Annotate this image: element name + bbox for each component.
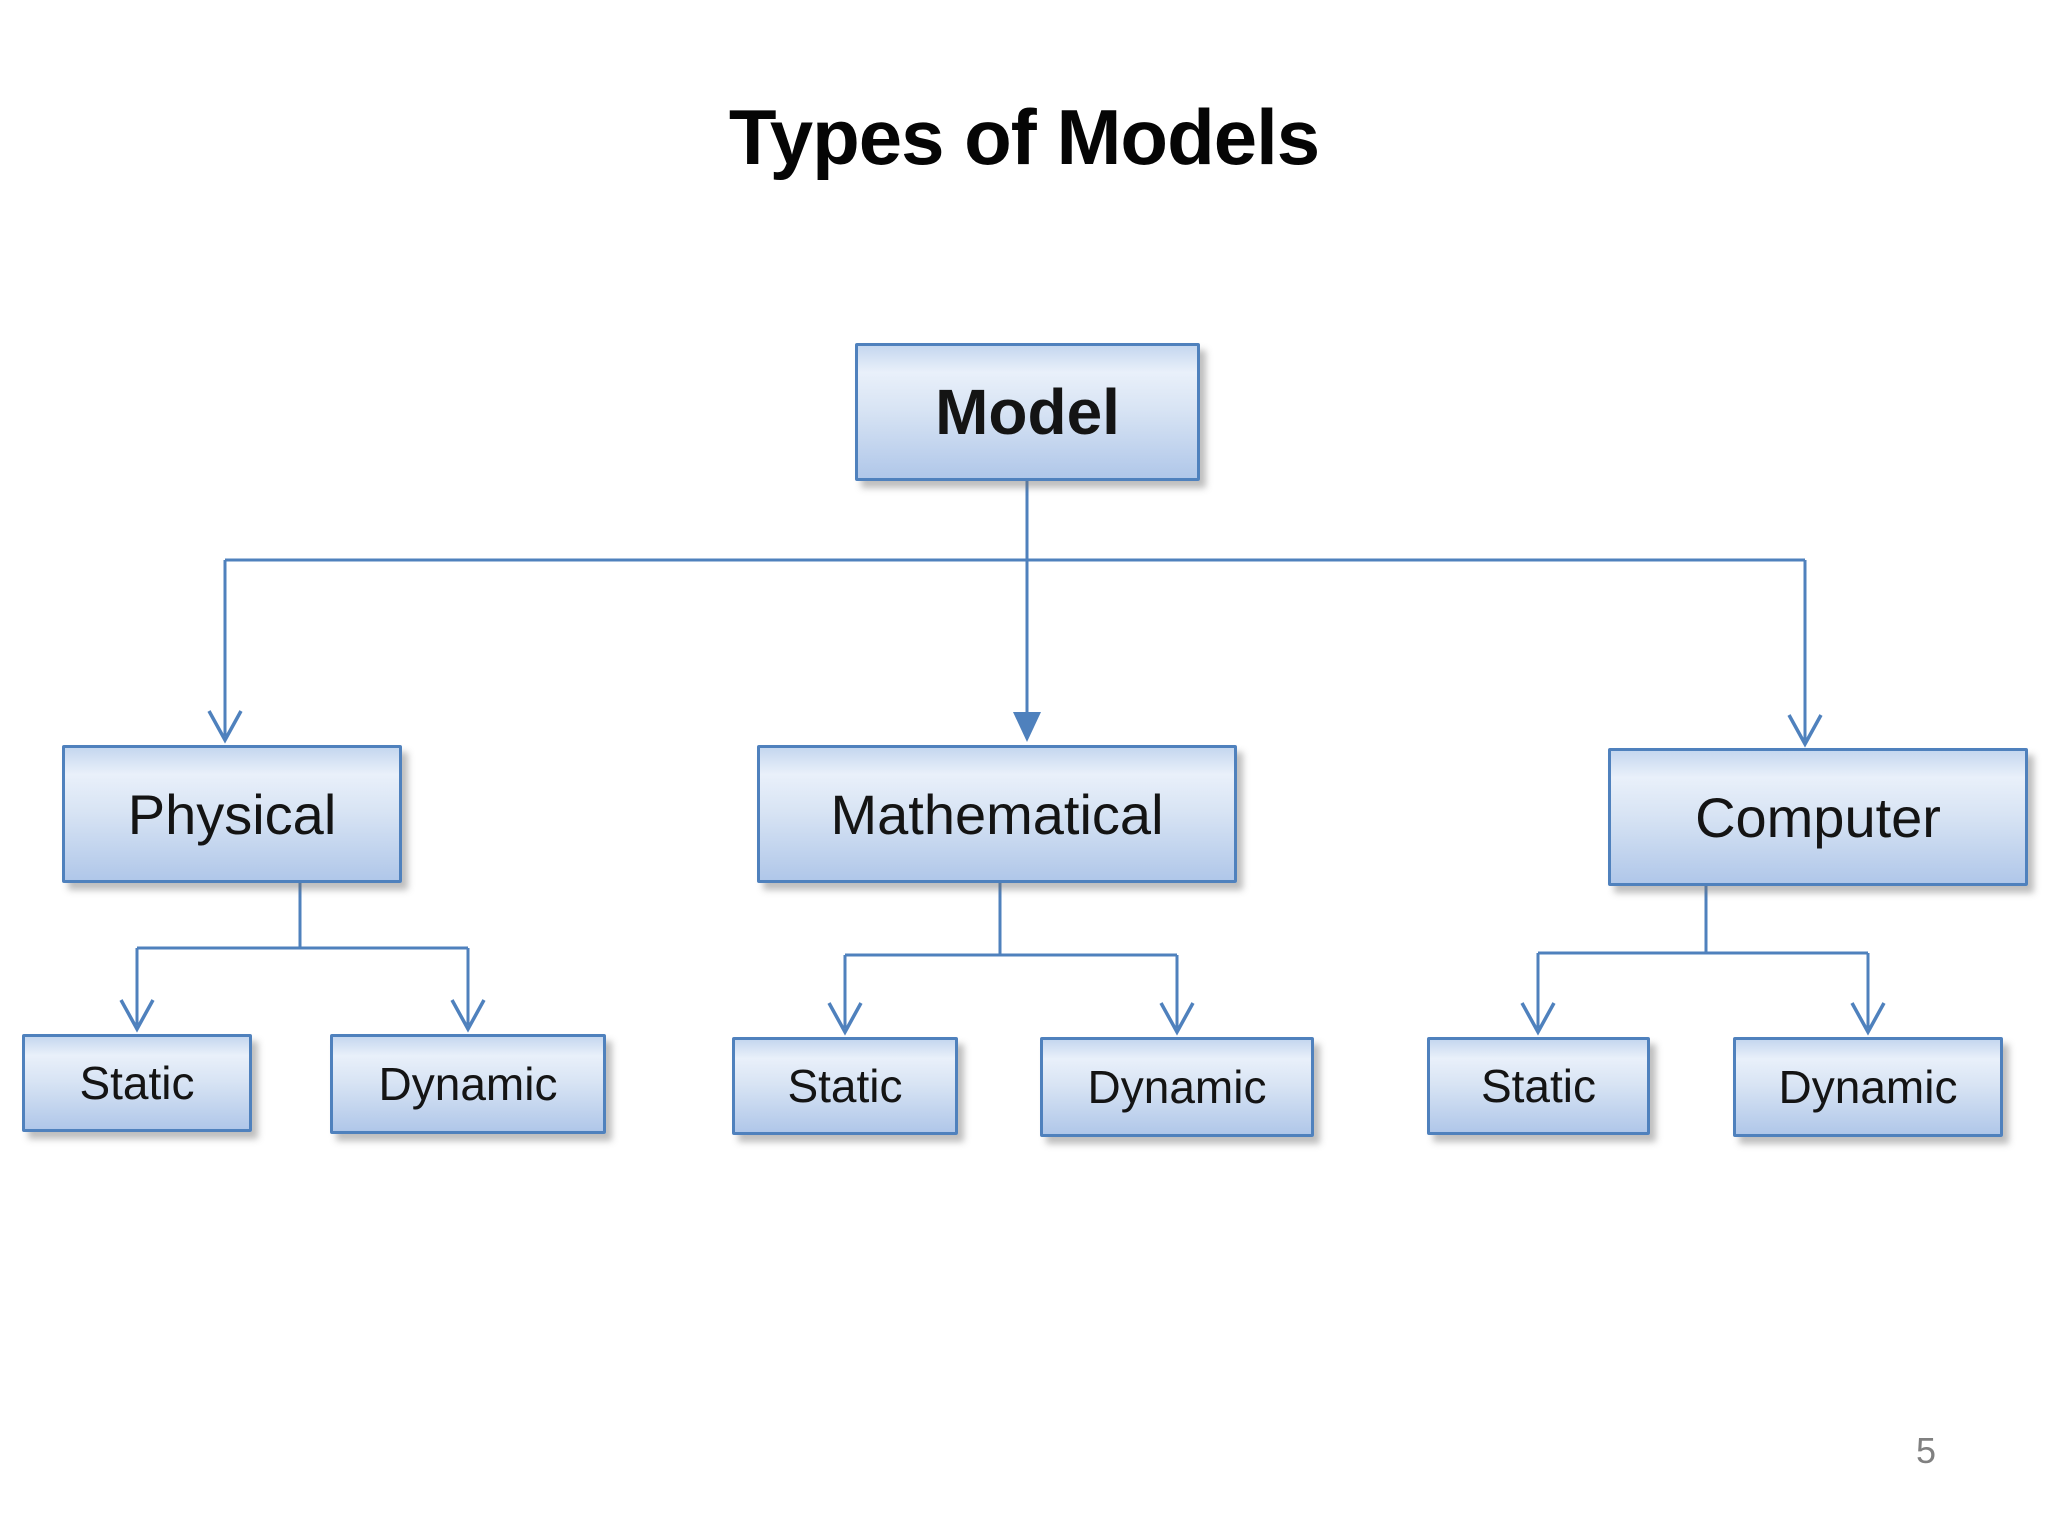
edge-model-mathematical — [1013, 560, 1041, 742]
connector-mathematical-tree — [827, 883, 1195, 1036]
connector-computer-tree — [1520, 886, 1886, 1036]
edge-mathematical-dynamic — [1159, 955, 1195, 1036]
node-physical-static: Static — [22, 1034, 252, 1132]
arrow-down-icon — [1159, 1002, 1195, 1036]
edge-mathematical-static — [827, 955, 863, 1036]
arrow-down-icon — [119, 999, 155, 1033]
edge-computer-dynamic — [1850, 953, 1886, 1036]
node-computer-static: Static — [1427, 1037, 1650, 1135]
arrow-down-icon — [1850, 1002, 1886, 1036]
node-physical: Physical — [62, 745, 402, 883]
arrow-down-icon — [1520, 1002, 1556, 1036]
edge-model-computer — [1787, 560, 1823, 748]
edge-computer-static — [1520, 953, 1556, 1036]
edge-physical-static — [119, 948, 155, 1033]
node-model: Model — [855, 343, 1200, 481]
node-mathematical-static: Static — [732, 1037, 958, 1135]
arrow-down-icon — [827, 1002, 863, 1036]
arrow-down-icon — [450, 999, 486, 1033]
node-physical-dynamic: Dynamic — [330, 1034, 606, 1134]
node-computer: Computer — [1608, 748, 2028, 886]
edge-physical-dynamic — [450, 948, 486, 1033]
connector-model-tree — [207, 481, 1823, 748]
edge-model-physical — [207, 560, 243, 744]
node-computer-dynamic: Dynamic — [1733, 1037, 2003, 1137]
page-number: 5 — [1915, 1430, 1936, 1471]
arrow-down-icon — [1787, 714, 1823, 748]
node-mathematical: Mathematical — [757, 745, 1237, 883]
arrow-down-icon — [207, 710, 243, 744]
arrow-down-icon — [1013, 712, 1041, 742]
node-mathematical-dynamic: Dynamic — [1040, 1037, 1314, 1137]
slide-title: Types of Models — [728, 93, 1320, 181]
connector-physical-tree — [119, 883, 486, 1033]
